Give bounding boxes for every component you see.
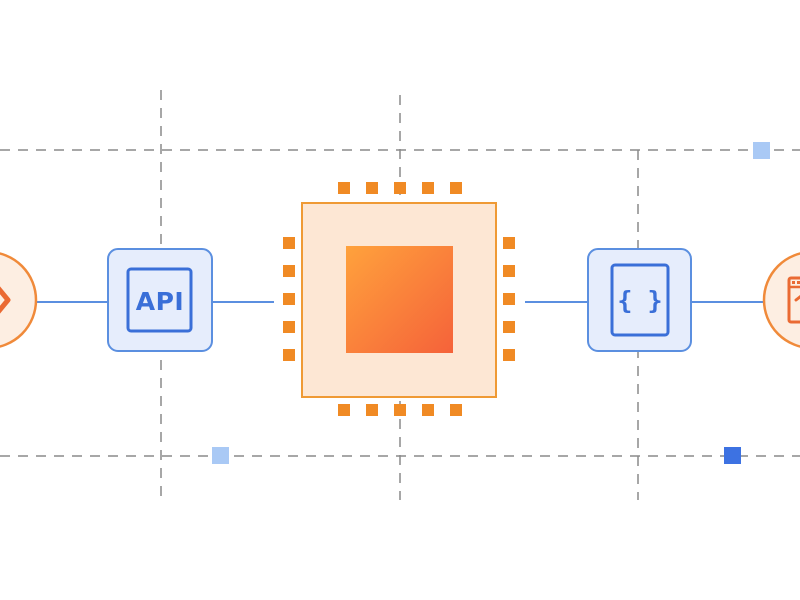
chip-pin-right bbox=[503, 321, 515, 333]
chip-pin-right bbox=[503, 293, 515, 305]
chip-pin-left bbox=[283, 293, 295, 305]
accent-square-bottom-right bbox=[724, 447, 741, 464]
api-icon bbox=[126, 267, 193, 333]
chip-pins bbox=[283, 182, 515, 416]
code-label: { } bbox=[617, 286, 662, 315]
chip-pin-bottom bbox=[366, 404, 378, 416]
right-endpoint-node bbox=[762, 252, 800, 348]
chip-pin-bottom bbox=[394, 404, 406, 416]
api-label: API bbox=[136, 287, 184, 316]
processor-chip bbox=[283, 182, 515, 416]
chip-pin-bottom bbox=[422, 404, 434, 416]
left-endpoint-node bbox=[0, 252, 38, 348]
api-node: API bbox=[107, 248, 213, 352]
accent-square-bottom-left bbox=[212, 447, 229, 464]
code-arrow-icon bbox=[0, 286, 11, 314]
chip-pin-top bbox=[366, 182, 378, 194]
chip-pin-right bbox=[503, 265, 515, 277]
chip-pin-top bbox=[394, 182, 406, 194]
chip-pin-top bbox=[450, 182, 462, 194]
chip-pin-bottom bbox=[450, 404, 462, 416]
code-node: { } bbox=[587, 248, 692, 352]
accent-square-top-right bbox=[753, 142, 770, 159]
chip-body bbox=[301, 202, 497, 398]
browser-window-icon bbox=[787, 276, 800, 324]
chip-pin-top bbox=[422, 182, 434, 194]
chip-pin-left bbox=[283, 321, 295, 333]
chip-pin-top bbox=[338, 182, 350, 194]
code-braces-icon bbox=[610, 263, 670, 337]
chip-pin-left bbox=[283, 265, 295, 277]
chip-icon bbox=[346, 246, 453, 353]
chip-pin-right bbox=[503, 237, 515, 249]
chip-pin-right bbox=[503, 349, 515, 361]
chip-pin-bottom bbox=[338, 404, 350, 416]
chip-pin-left bbox=[283, 237, 295, 249]
chip-pin-left bbox=[283, 349, 295, 361]
